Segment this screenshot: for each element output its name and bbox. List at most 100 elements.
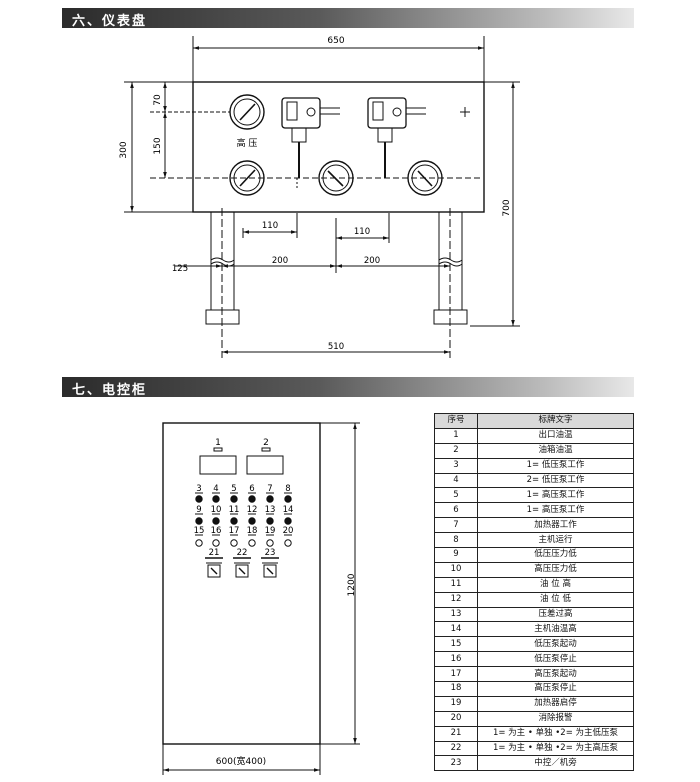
dim-row-spacing: 150: [153, 137, 163, 154]
cabinet-lamp-label-2: 2: [263, 438, 269, 448]
indicator-label: 9: [196, 505, 201, 515]
cell-plate-text: 低压压力低: [477, 547, 634, 563]
dim-spacing-a: 110: [262, 221, 278, 231]
cell-plate-text: 1= 为主 • 单独 •2= 为主高压泵: [477, 740, 634, 757]
indicator-label: 17: [229, 526, 240, 536]
cell-no: 16: [434, 651, 478, 668]
cell-plate-text: 高压泵停止: [477, 681, 634, 697]
cell-plate-text: 消除报警: [477, 710, 634, 727]
cell-no: 2: [434, 442, 478, 459]
cell-no: 11: [434, 576, 478, 593]
indicator-label: 13: [265, 505, 276, 515]
pushbutton: [195, 539, 203, 547]
switch-label: 21: [209, 548, 220, 558]
cell-no: 6: [434, 502, 478, 519]
indicator-label: 3: [196, 484, 201, 494]
indicator-label: 18: [247, 526, 258, 536]
cell-plate-text: 出口油温: [477, 427, 634, 444]
section-header-instrument-panel: 六、仪表盘: [62, 8, 634, 29]
pushbutton: [284, 539, 292, 547]
dim-top-offset: 70: [153, 94, 163, 106]
dim-span-b: 200: [364, 256, 380, 266]
label-high-pressure: 高 压: [237, 137, 258, 149]
cell-no: 20: [434, 710, 478, 727]
section-title: 七、电控柜: [72, 383, 148, 398]
cell-plate-text: 1= 为主 • 单独 •2= 为主低压泵: [477, 725, 634, 742]
indicator-label: 5: [231, 484, 236, 494]
indicator-label: 20: [283, 526, 294, 536]
cell-no: 9: [434, 547, 478, 563]
cell-no: 15: [434, 636, 478, 653]
instrument-panel-drawing: 650 300 70 150 700 110 110 125 200 200 5…: [119, 36, 520, 358]
indicator-label: 8: [285, 484, 290, 494]
cell-no: 23: [434, 755, 478, 772]
pushbutton: [266, 539, 274, 547]
indicator-lamp: [195, 495, 203, 503]
header-no: 序号: [434, 413, 478, 429]
dim-cabinet-width: 600(宽400): [216, 755, 266, 767]
cell-plate-text: 低压泵起动: [477, 636, 634, 653]
cell-no: 13: [434, 606, 478, 623]
indicator-label: 6: [249, 484, 254, 494]
dim-span-a: 200: [272, 256, 288, 266]
indicator-lamp: [195, 517, 203, 525]
indicator-lamp: [266, 517, 274, 525]
indicator-lamp: [212, 495, 220, 503]
cell-no: 7: [434, 517, 478, 534]
cell-plate-text: 油 位 高: [477, 576, 634, 593]
cell-no: 4: [434, 472, 478, 489]
indicator-label: 4: [213, 484, 218, 494]
cell-no: 3: [434, 457, 478, 474]
indicator-label: 7: [267, 484, 272, 494]
cell-no: 18: [434, 681, 478, 697]
dim-leg-span: 510: [328, 342, 344, 352]
cell-plate-text: 主机运行: [477, 532, 634, 549]
cell-no: 19: [434, 695, 478, 712]
section-header-control-cabinet: 七、电控柜: [62, 377, 634, 398]
cell-no: 12: [434, 591, 478, 608]
cell-no: 14: [434, 621, 478, 638]
cell-no: 5: [434, 487, 478, 504]
indicator-label: 14: [283, 505, 294, 515]
switch-label: 22: [237, 548, 248, 558]
cell-plate-text: 主机油温高: [477, 621, 634, 638]
indicator-lamp: [248, 495, 256, 503]
gauge-top-left: [229, 94, 265, 130]
pushbutton: [212, 539, 220, 547]
cell-plate-text: 1= 高压泵工作: [477, 487, 634, 504]
cell-plate-text: 1= 低压泵工作: [477, 457, 634, 474]
dim-spacing-b: 110: [354, 227, 370, 237]
indicator-label: 19: [265, 526, 276, 536]
cell-plate-text: 高压压力低: [477, 561, 634, 578]
dim-left-margin: 125: [172, 264, 188, 274]
cell-plate-text: 高压泵起动: [477, 666, 634, 683]
header-plate-text: 标牌文字: [477, 413, 634, 429]
cabinet-lamp-label-1: 1: [215, 438, 221, 448]
cell-no: 17: [434, 666, 478, 683]
table-header-row: 序号 标牌文字: [434, 413, 634, 429]
cell-no: 22: [434, 740, 478, 757]
dim-height-panel: 300: [119, 141, 129, 158]
pushbutton: [230, 539, 238, 547]
indicator-label: 16: [211, 526, 222, 536]
indicator-label: 10: [211, 505, 222, 515]
